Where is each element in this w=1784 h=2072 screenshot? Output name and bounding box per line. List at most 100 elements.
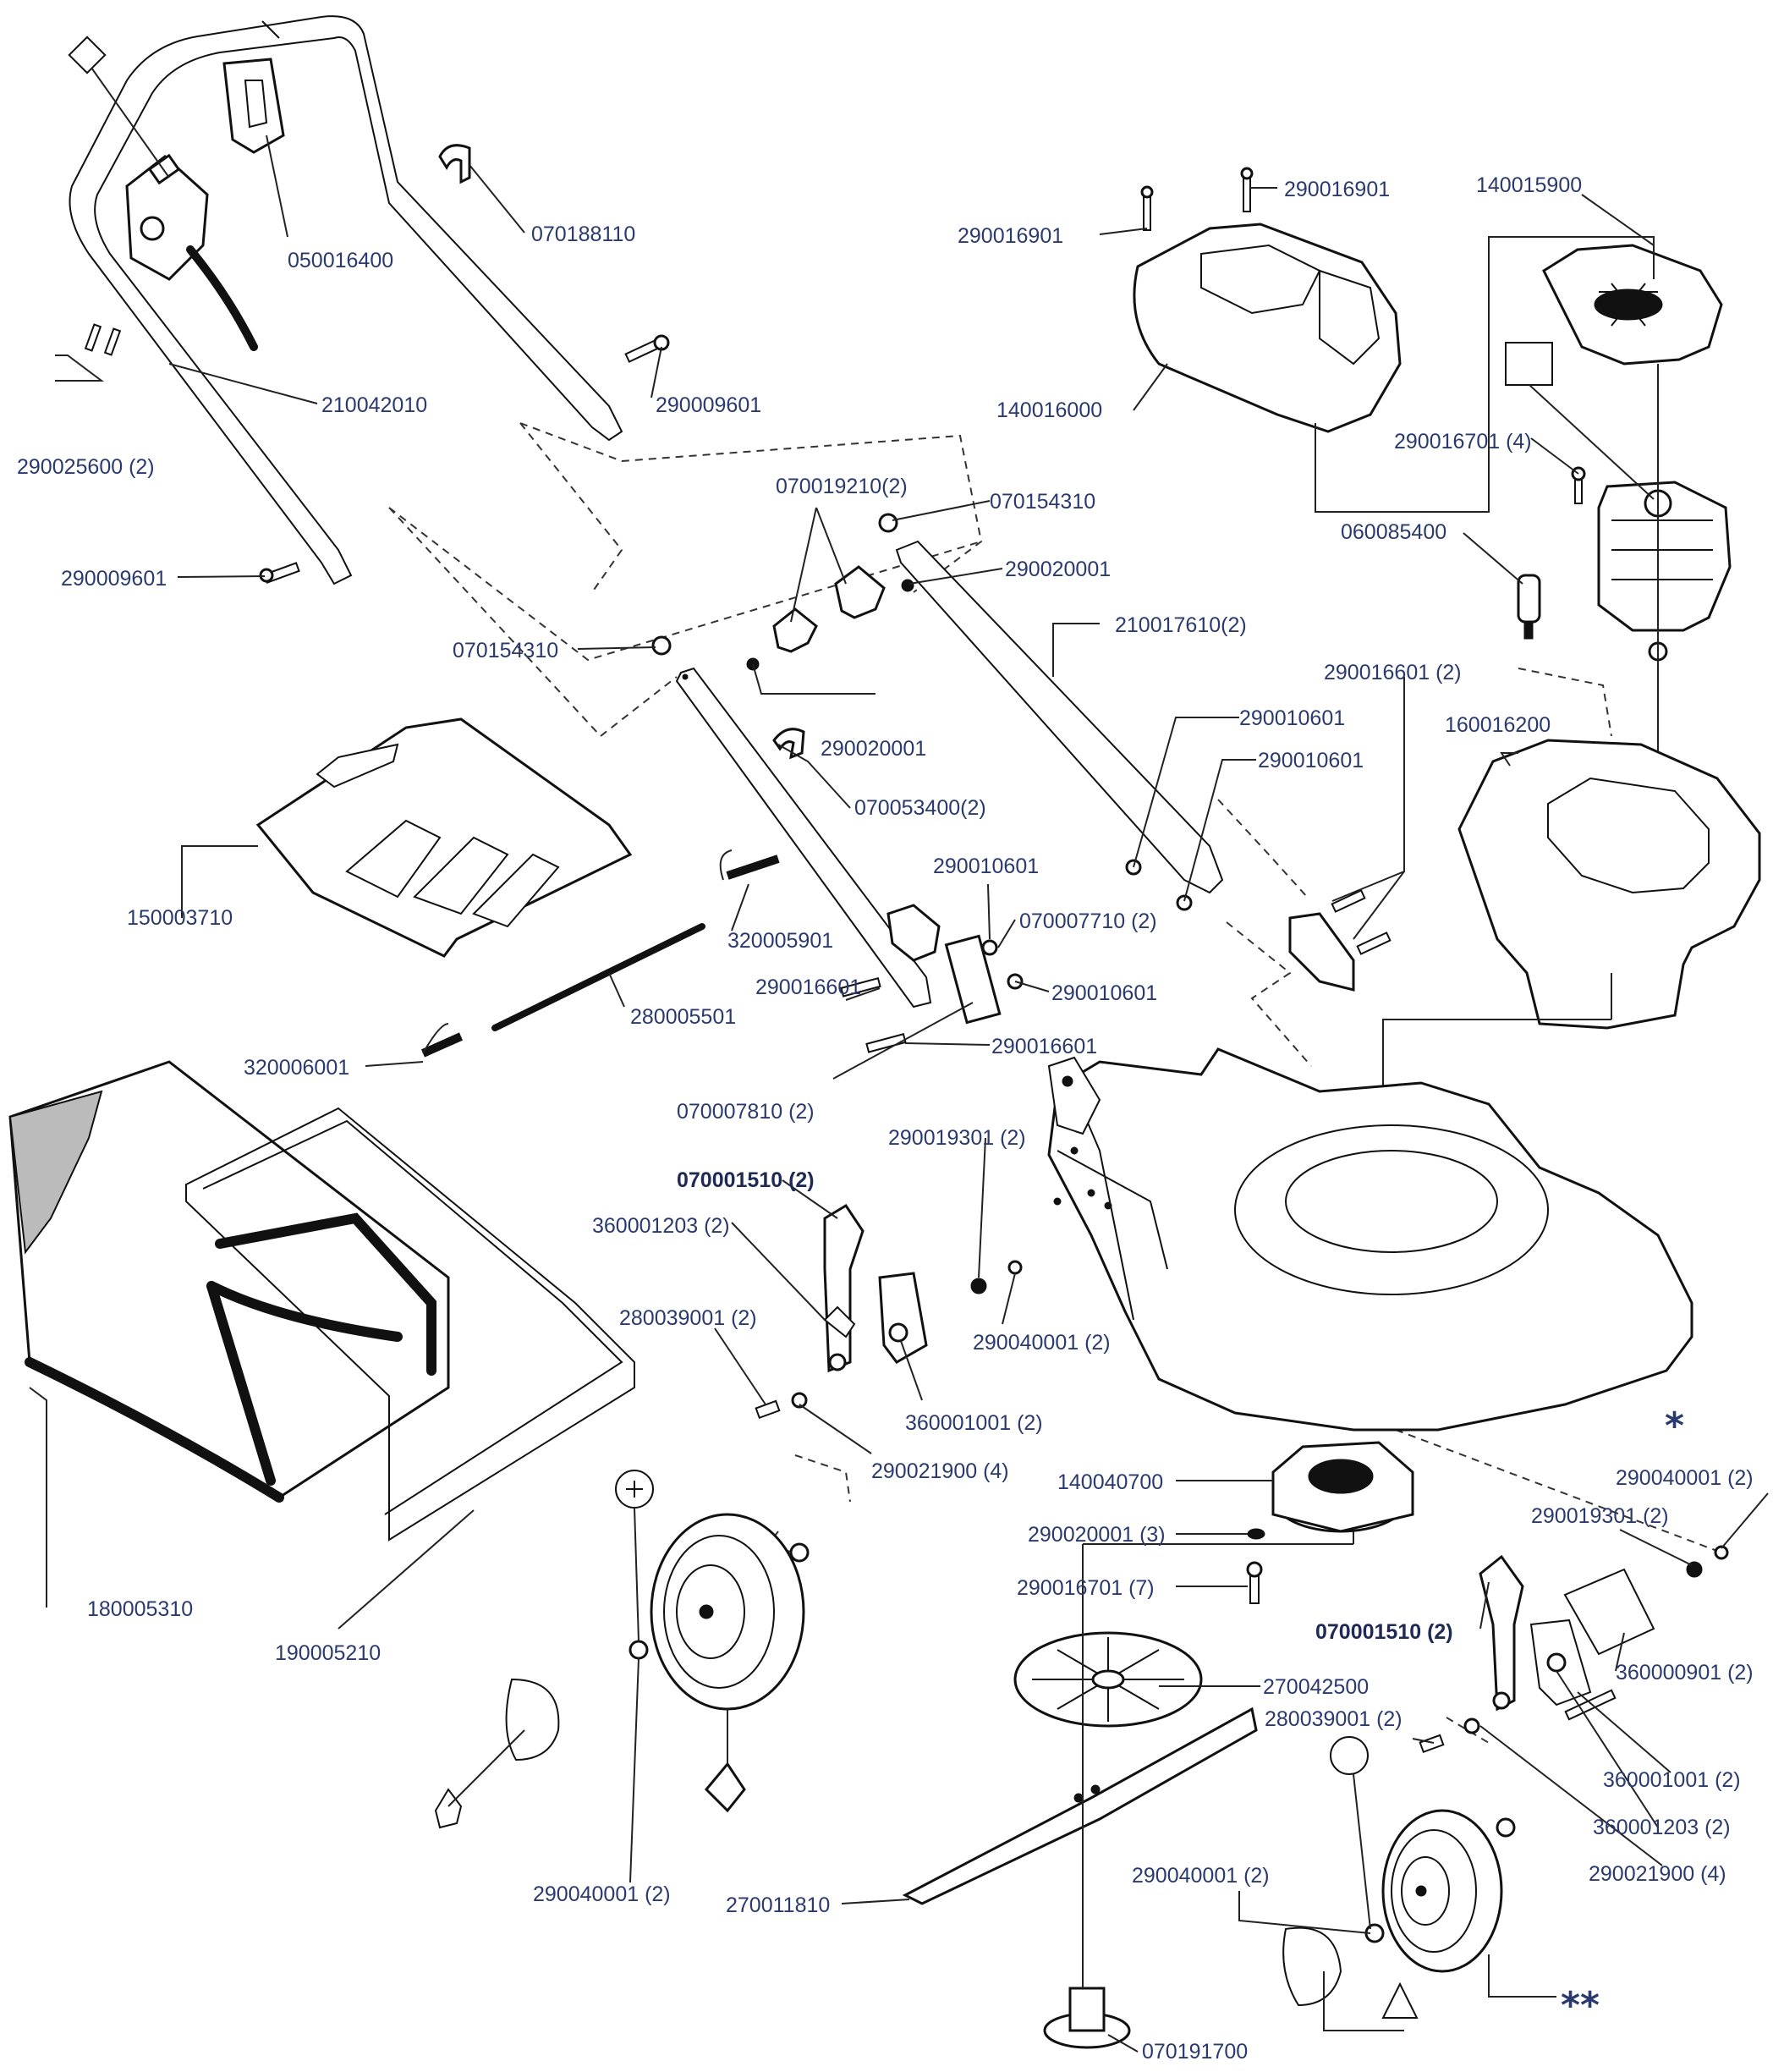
- label-290040001-right-top: 290040001 (2): [1616, 1466, 1754, 1490]
- label-210017610: 210017610(2): [1115, 613, 1247, 637]
- label-070053400: 070053400(2): [854, 796, 986, 820]
- single-star-symbol: *: [1665, 1404, 1684, 1448]
- fan-270042500: [1013, 1631, 1203, 1728]
- label-360001203-right: 360001203 (2): [1593, 1816, 1731, 1839]
- lower-handle-bar-left: [675, 667, 932, 1009]
- label-290020001-right: 290020001: [1005, 558, 1111, 581]
- leader-lines: [29, 135, 1769, 2053]
- label-190005210: 190005210: [275, 1641, 381, 1665]
- label-280005501: 280005501: [630, 1005, 736, 1029]
- motor-060085400-area: [1517, 481, 1732, 662]
- screw-290009601-left: [259, 562, 300, 584]
- washers-290020001: [746, 579, 914, 671]
- label-290010601-c: 290010601: [933, 855, 1039, 878]
- switch-box: [125, 153, 258, 351]
- callout-box-motor: [1505, 342, 1655, 500]
- label-070001510-left: 070001510 (2): [677, 1168, 815, 1192]
- height-adjust-lever-right: [1479, 1554, 1655, 1721]
- mower-deck: [1047, 1047, 1693, 1432]
- motor-housing-160016200: [1382, 739, 1761, 1210]
- label-290016901-right: 290016901: [1284, 178, 1390, 201]
- screw-290016701-lower: [1246, 1561, 1263, 1604]
- upper-handle-bar: [69, 15, 623, 585]
- label-070191700: 070191700: [1142, 2040, 1248, 2064]
- label-280039001-left: 280039001 (2): [619, 1306, 757, 1330]
- bolts-290016601: [840, 889, 1392, 1053]
- wheel-right: [1282, 1736, 1556, 2031]
- label-070154310-left: 070154310: [453, 639, 558, 662]
- label-070019210: 070019210(2): [776, 475, 908, 498]
- blade-adapter-140040700: [1271, 1441, 1414, 1533]
- motor-cover-140016000: [1133, 223, 1402, 433]
- cable-hook-070188110: [438, 144, 471, 184]
- label-290016701-4: 290016701 (4): [1394, 430, 1532, 453]
- label-290040001-right-bottom: 290040001 (2): [1132, 1864, 1270, 1888]
- height-adjust-lever-left: [823, 1203, 928, 1373]
- bolt-280039001-right: [1419, 1718, 1480, 1754]
- label-290016601-b: 290016601: [991, 1035, 1097, 1058]
- cable-hook-070053400: [772, 728, 805, 760]
- caps-070154310: [651, 513, 898, 656]
- label-290010601-b: 290010601: [1258, 749, 1364, 772]
- handle-brackets: [887, 904, 1002, 1025]
- label-160016200: 160016200: [1445, 713, 1551, 737]
- label-360001001-right: 360001001 (2): [1603, 1768, 1741, 1792]
- washers-290019301-right: [1686, 1545, 1729, 1578]
- wheel-left: [434, 1470, 810, 1829]
- label-180005310: 180005310: [87, 1597, 193, 1621]
- label-070007810: 070007810 (2): [677, 1100, 815, 1124]
- label-140015900: 140015900: [1476, 173, 1582, 197]
- washer-290020001-small: [1247, 1528, 1265, 1540]
- label-320005901: 320005901: [727, 929, 833, 953]
- label-290021900-right: 290021900 (4): [1589, 1862, 1726, 1886]
- screws-290016901: [1140, 167, 1254, 231]
- label-360001001-left: 360001001 (2): [905, 1411, 1043, 1435]
- washers-290019301-left: [970, 1260, 1023, 1294]
- bolt-280039001-left: [755, 1392, 808, 1420]
- grassbag-180005310: [8, 1060, 450, 1503]
- label-290025600: 290025600 (2): [17, 455, 155, 479]
- label-140040700: 140040700: [1057, 1470, 1163, 1494]
- deck-handle-mount: [1288, 912, 1355, 992]
- part-labels: 050016400 070188110 210042010 290025600 …: [17, 173, 1754, 2064]
- label-290021900-left: 290021900 (4): [871, 1459, 1009, 1483]
- label-210042010: 210042010: [321, 393, 427, 417]
- grassbox-cover-150003710: [255, 717, 633, 958]
- label-290016901-left: 290016901: [958, 224, 1063, 248]
- screw-290009601-right: [624, 334, 670, 363]
- handle-knobs-070019210: [772, 565, 886, 653]
- label-290009601-left: 290009601: [61, 567, 167, 591]
- label-290010601-d: 290010601: [1051, 981, 1157, 1005]
- grassbag-frame-190005210: [185, 1107, 635, 1542]
- label-360001203-left: 360001203 (2): [592, 1214, 730, 1238]
- label-290019301-left: 290019301 (2): [888, 1126, 1026, 1150]
- blade-270011810: [902, 1707, 1258, 1905]
- label-070007710: 070007710 (2): [1019, 910, 1157, 933]
- double-star-symbol: **: [1561, 1984, 1600, 2027]
- label-050016400: 050016400: [288, 249, 393, 272]
- label-070001510-right: 070001510 (2): [1315, 1620, 1453, 1644]
- label-290020001-3: 290020001 (3): [1028, 1523, 1166, 1547]
- label-290009601-right: 290009601: [656, 393, 761, 417]
- blade-bolt-070191700: [1043, 1531, 1354, 2049]
- cable-clip-050016400: [222, 58, 285, 154]
- label-270011810: 270011810: [726, 1893, 830, 1917]
- label-070188110: 070188110: [531, 223, 635, 246]
- label-070154310-right: 070154310: [990, 490, 1095, 514]
- label-150003710: 150003710: [127, 906, 233, 930]
- lower-handle-bar-right: [895, 540, 1224, 894]
- label-290020001-left: 290020001: [821, 737, 926, 761]
- label-290010601-a: 290010601: [1239, 706, 1345, 730]
- label-270042500: 270042500: [1263, 1675, 1369, 1699]
- callout-box-top-left: [68, 36, 170, 179]
- label-140016000: 140016000: [996, 398, 1102, 422]
- spring-320005901: [719, 849, 780, 881]
- label-290019301-right: 290019301 (2): [1531, 1504, 1669, 1528]
- label-320006001: 320006001: [244, 1056, 349, 1080]
- label-060085400: 060085400: [1341, 520, 1446, 544]
- label-290016601-a: 290016601: [755, 976, 861, 999]
- screws-290025600: [55, 323, 122, 382]
- label-360000901: 360000901 (2): [1616, 1661, 1754, 1685]
- fan-cap-140015900: [1542, 244, 1723, 365]
- spring-320006001: [420, 1023, 464, 1058]
